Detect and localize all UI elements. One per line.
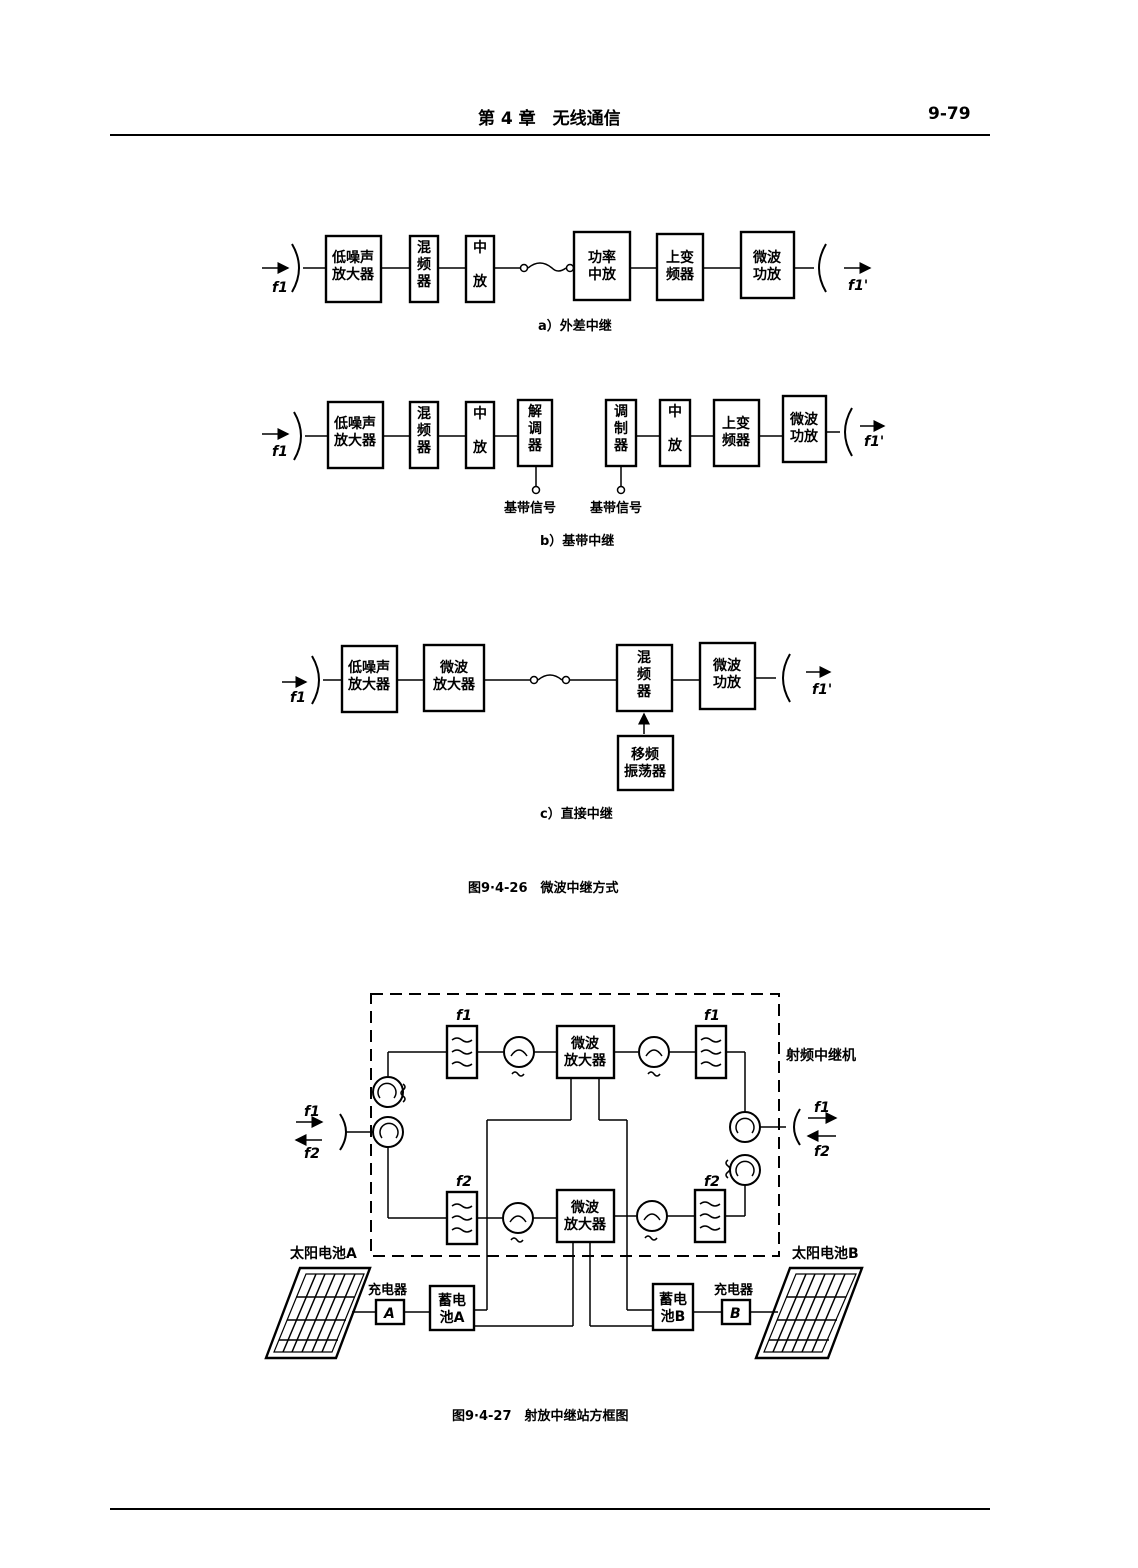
caption-b: b）基带中继 [540, 533, 614, 549]
block-modulator: 调制器 [613, 404, 629, 454]
caption-a: a）外差中继 [538, 318, 612, 334]
figure-27: 射频中继机 f1 微波放大器 f1 f1 f2 [264, 993, 864, 1360]
charger-b-label: 充电器 [714, 1282, 754, 1298]
block-upconverter: 上变频器 [722, 415, 751, 449]
header-rule [110, 134, 990, 136]
repeater-label: 射频中继机 [785, 1047, 856, 1064]
block-if-2: 中 放 [667, 403, 683, 454]
block-mixer: 混频器 [416, 240, 432, 290]
filter-label: f1 [456, 1008, 472, 1024]
chapter-header: 第 4 章 无线通信 [478, 109, 621, 129]
figure-a: f1 低噪声放大器 混频器 中 放 功率中放 上变频器 微波功放 f1' a）外… [262, 230, 872, 334]
antenna-b-out [844, 407, 853, 457]
block-lna: 低噪声放大器 [333, 415, 377, 449]
page-number: 9-79 [928, 104, 971, 124]
battery-b-label: 蓄电池B [659, 1291, 687, 1325]
mw-amp-bottom [555, 1188, 616, 1244]
charger-a-label: 充电器 [368, 1282, 408, 1298]
solar-a-label: 太阳电池A [290, 1245, 357, 1262]
block-if: 中 放 [472, 239, 488, 290]
baseband-label-1: 基带信号 [503, 500, 556, 516]
block-mixer: 混频器 [636, 650, 652, 700]
freq-out-label: f1' [812, 682, 832, 698]
antenna-left [339, 1113, 347, 1151]
antenna-b-in [293, 411, 302, 461]
filter-label: f2 [704, 1174, 720, 1190]
freq-right-1: f1 [814, 1100, 830, 1116]
baseband-label-2: 基带信号 [589, 500, 642, 516]
antenna-a-out [818, 243, 827, 293]
circulator-icon [729, 1154, 761, 1186]
figure-b: f1 低噪声放大器 混频器 中 放 解调器 基带信号 调制器 基带信号 中 放 … [262, 394, 886, 549]
isolator-icon [638, 1036, 670, 1068]
filter-label: f2 [456, 1174, 472, 1190]
freq-out-label: f1' [864, 434, 884, 450]
solar-panel-a [264, 1266, 372, 1360]
block-mw-pa: 微波功放 [752, 249, 782, 283]
isolator-icon [503, 1036, 535, 1068]
solar-panel-b [754, 1266, 864, 1360]
isolator-icon [636, 1200, 668, 1232]
solar-b-label: 太阳电池B [792, 1245, 859, 1262]
freq-left-1: f1 [304, 1104, 320, 1120]
repeater-boundary [370, 993, 780, 1257]
block-upconverter: 上变频器 [666, 249, 695, 283]
antenna-c-in [311, 655, 320, 705]
footer-rule [110, 1508, 990, 1510]
charger-b-box [720, 1298, 752, 1326]
figure-c: f1 低噪声放大器 微波放大器 混频器 移频振荡器 微波功放 f1' c）直接中… [282, 641, 832, 822]
caption-c: c）直接中继 [540, 806, 613, 822]
mw-amp-top-label: 微波放大器 [563, 1035, 607, 1069]
figure-26-title: 图9·4-26 微波中继方式 [468, 880, 619, 896]
freq-in-label: f1 [272, 280, 288, 296]
block-power-if: 功率中放 [588, 249, 617, 283]
freq-in-label: f1 [290, 690, 306, 706]
battery-a-box [428, 1284, 476, 1332]
antenna-a-in [291, 243, 300, 293]
block-demodulator: 解调器 [527, 403, 543, 454]
block-lna: 低噪声放大器 [347, 659, 391, 693]
block-lna: 低噪声放大器 [331, 249, 375, 283]
battery-b-box [651, 1282, 695, 1332]
block-mw-pa: 微波功放 [789, 411, 819, 445]
battery-a-label: 蓄电池A [438, 1292, 466, 1326]
freq-right-2: f2 [814, 1144, 830, 1160]
mw-amp-bottom-label: 微波放大器 [563, 1199, 607, 1233]
filter-label: f1 [704, 1008, 720, 1024]
block-shift-oscillator: 移频振荡器 [624, 746, 667, 780]
circulator-icon [729, 1111, 761, 1143]
block-mw-amp: 微波放大器 [432, 659, 476, 693]
charger-a-letter: A [383, 1306, 395, 1322]
charger-b-letter: B [730, 1306, 741, 1322]
block-mixer: 混频器 [416, 406, 432, 456]
antenna-right [793, 1108, 801, 1146]
block-if: 中 放 [472, 405, 488, 456]
freq-left-2: f2 [304, 1146, 320, 1162]
freq-out-label: f1' [848, 278, 868, 294]
antenna-c-out [782, 653, 791, 703]
freq-in-label: f1 [272, 444, 288, 460]
mw-amp-top [555, 1024, 616, 1080]
figure-27-title: 图9·4-27 射放中继站方框图 [452, 1408, 629, 1424]
circulator-icon [372, 1076, 404, 1108]
isolator-icon [502, 1202, 534, 1234]
block-mw-pa: 微波功放 [712, 657, 742, 691]
